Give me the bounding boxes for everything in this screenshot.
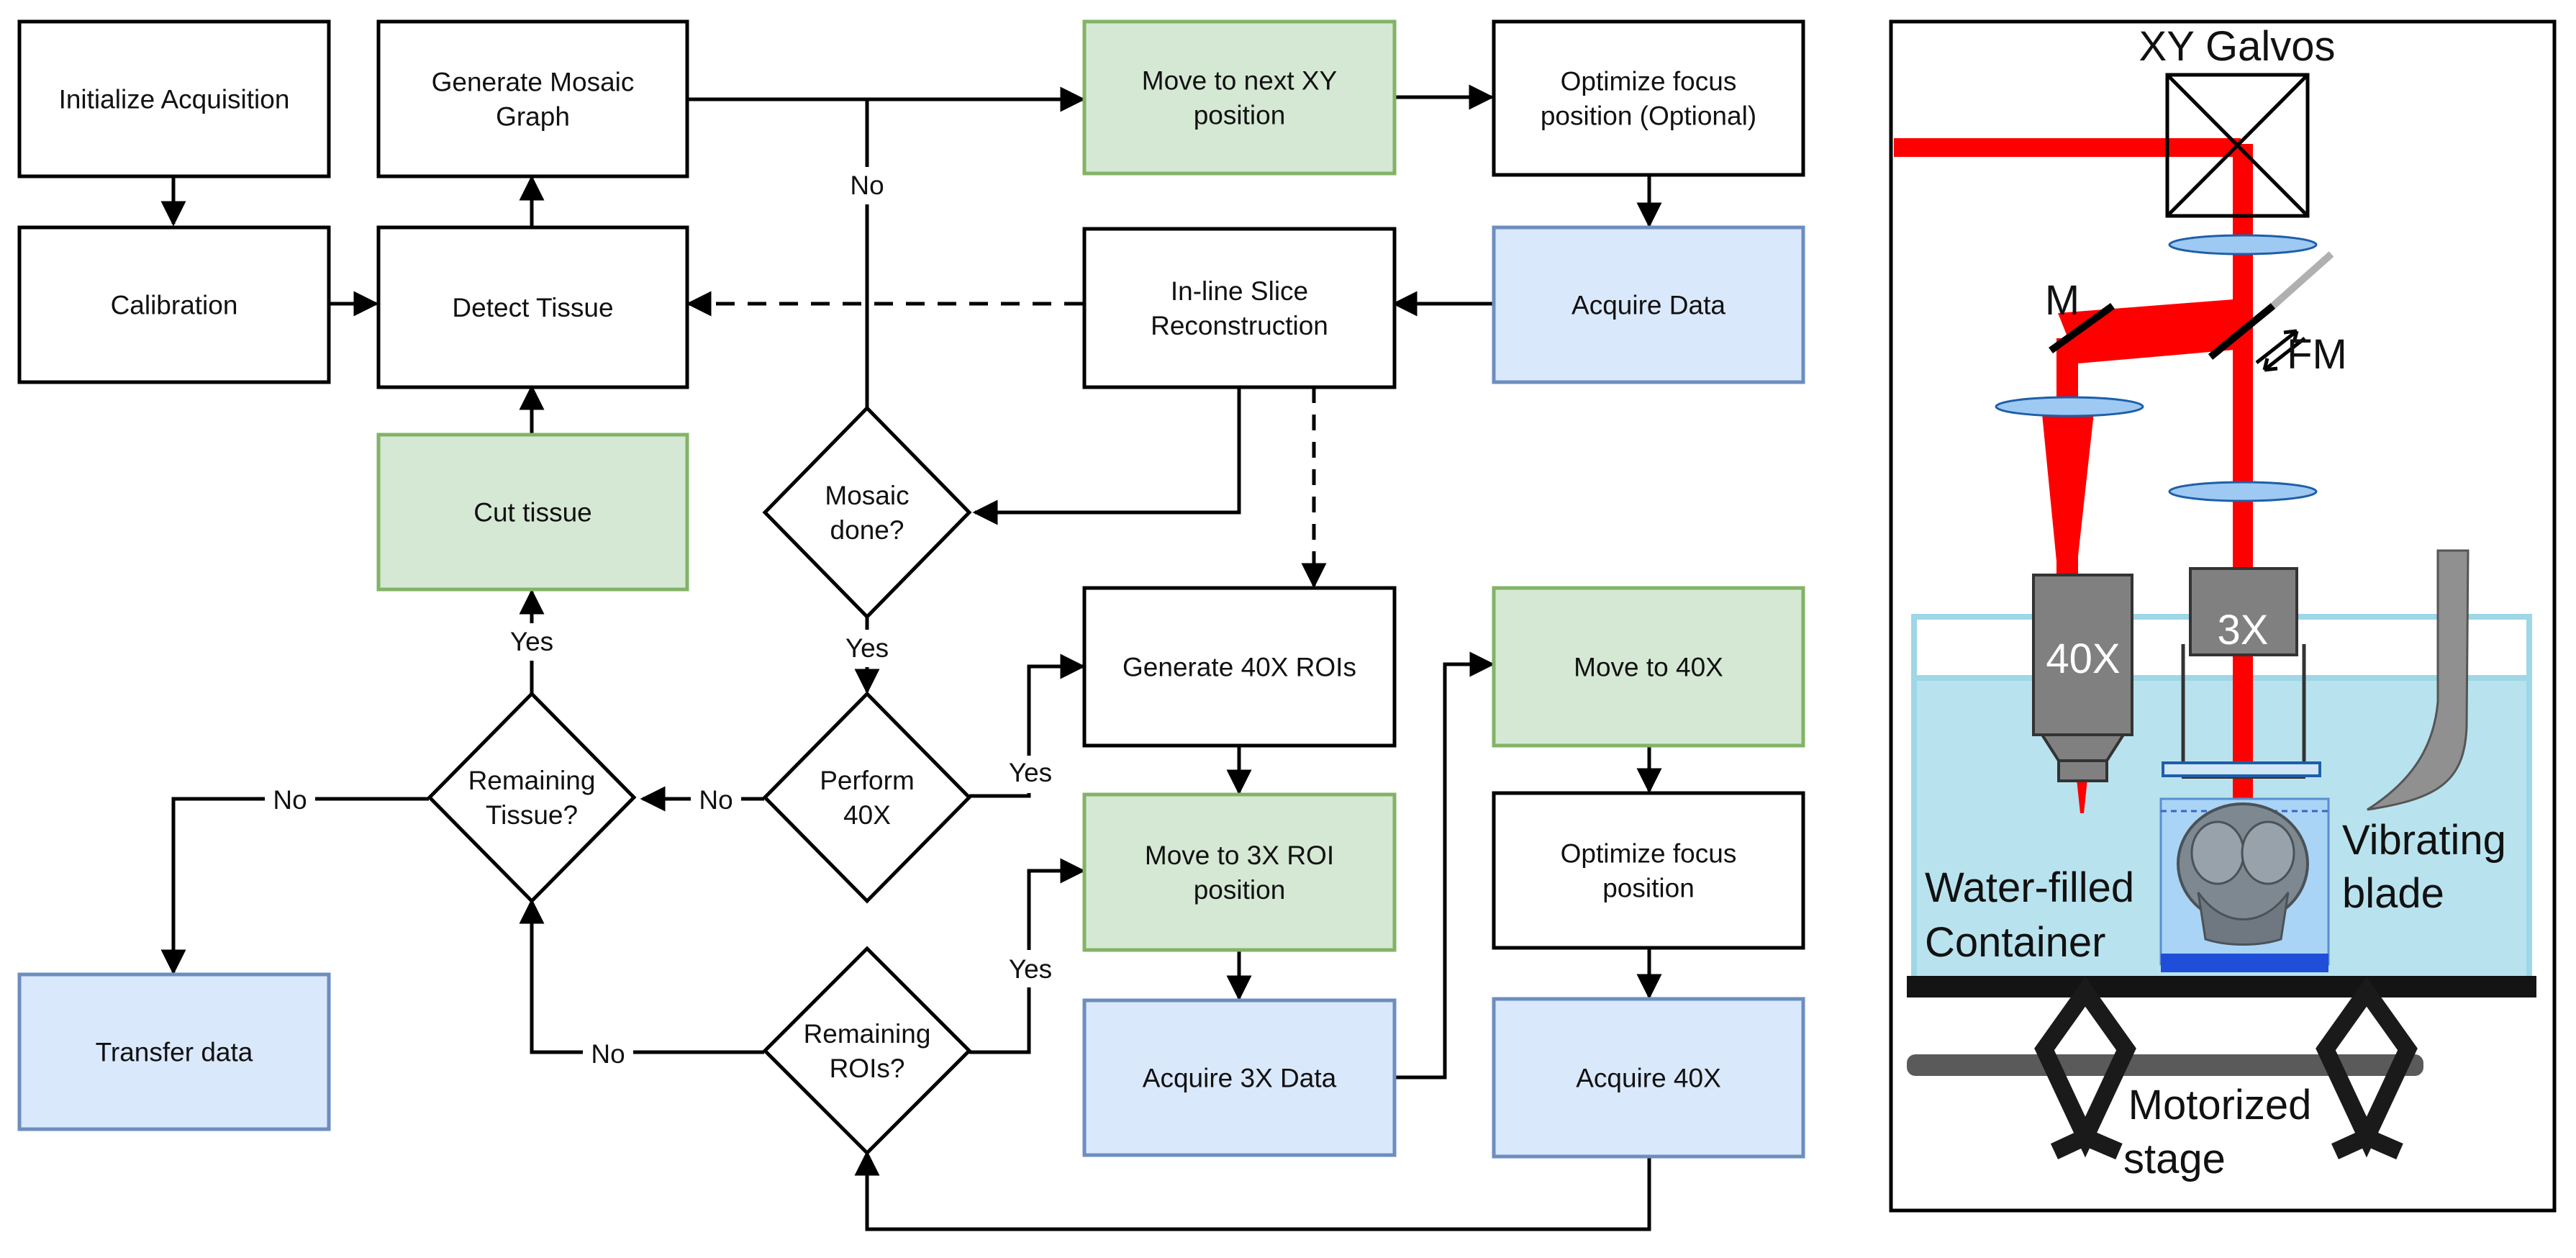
edge-acq3x-move40 — [1394, 651, 1495, 1080]
node-mosaic-done-label: Mosaic — [825, 481, 909, 510]
vibrating-blade-icon — [2367, 549, 2470, 811]
node-perform40-label: Perform — [820, 766, 915, 795]
edge-perform40-yes-gen40 — [969, 653, 1086, 798]
node-move-xy-label: Move to next XY — [1142, 66, 1337, 96]
edge-rois-no-tissue — [519, 898, 764, 1054]
node-init-label: Initialize Acquisition — [59, 85, 290, 114]
mirror-icon — [2049, 302, 2115, 354]
node-move-xy — [1082, 19, 1397, 176]
node-transfer — [17, 972, 331, 1131]
node-gen40-label: Generate 40X ROIs — [1123, 653, 1356, 682]
node-init — [17, 19, 331, 178]
node-move3x — [1082, 792, 1397, 952]
flowchart-edge-labels: No Yes Yes No Yes No Yes No — [265, 167, 1063, 1069]
node-opt-focus2-label: Optimize focus — [1561, 839, 1737, 869]
lens-left — [1995, 396, 2144, 417]
objective-40x-icon — [2032, 574, 2133, 782]
node-move40-label: Move to 40X — [1574, 653, 1723, 682]
node-acq3x — [1082, 998, 1397, 1157]
label-rois-yes: Yes — [1009, 954, 1052, 984]
node-remaining-tissue — [427, 691, 637, 904]
label-flip-mirror: FM — [2287, 331, 2347, 378]
node-acquire — [1492, 225, 1805, 384]
xy-galvos-icon — [2165, 73, 2310, 218]
node-detect — [376, 225, 689, 389]
node-remaining-rois-label: ROIs? — [830, 1054, 905, 1083]
lens-right — [2168, 481, 2318, 502]
node-gen-mosaic-label: Graph — [496, 102, 570, 132]
label-container-line2: Container — [1925, 919, 2105, 966]
node-gen-mosaic-label: Generate Mosaic — [432, 68, 635, 97]
node-remaining-tissue-label: Tissue? — [486, 800, 578, 830]
node-opt-focus2-label: position — [1602, 874, 1695, 903]
node-cut-label: Cut tissue — [473, 498, 592, 528]
flowchart-edges — [160, 84, 1662, 1231]
node-opt-focus1-label: Optimize focus — [1561, 67, 1737, 96]
node-mosaic-done-label: done? — [830, 515, 904, 545]
flip-mirror-arrow-icon — [2255, 329, 2299, 364]
node-inline-label: In-line Slice — [1171, 276, 1308, 306]
node-transfer-label: Transfer data — [96, 1038, 253, 1067]
node-move3x-label: position — [1194, 875, 1286, 905]
node-cut — [376, 433, 689, 592]
label-objective-3x: 3X — [2218, 607, 2269, 653]
tissue-sample-icon — [2159, 797, 2330, 972]
optical-setup: XY Galvos M FM 40X 3X — [1889, 19, 2557, 1213]
node-move3x-label: Move to 3X ROI — [1145, 841, 1334, 870]
flowchart-nodes — [17, 19, 1805, 1159]
stage-scissor-left-icon — [2034, 977, 2136, 1160]
objective-3x-icon — [2162, 567, 2321, 779]
label-tissue-yes: Yes — [510, 627, 553, 656]
node-acq40 — [1492, 997, 1805, 1159]
node-perform40-label: 40X — [843, 800, 891, 830]
node-remaining-rois — [762, 946, 972, 1156]
label-blade-line1: Vibrating — [2342, 817, 2506, 864]
label-mosaic-yes: Yes — [845, 633, 889, 663]
node-move40 — [1492, 586, 1805, 748]
stage-plate — [1907, 976, 2536, 997]
label-xy-galvos: XY Galvos — [2139, 23, 2336, 70]
node-remaining-rois-label: Remaining — [804, 1019, 931, 1049]
stage-scissor-right-icon — [2316, 977, 2418, 1160]
node-move-xy-label: position — [1194, 101, 1286, 130]
stage-rail — [1907, 1054, 2423, 1076]
node-gen-mosaic — [376, 19, 689, 178]
flowchart — [17, 19, 1805, 1231]
node-gen40 — [1082, 586, 1397, 748]
node-inline-label: Reconstruction — [1151, 311, 1328, 340]
node-remaining-tissue-label: Remaining — [468, 766, 596, 795]
label-mosaic-no: No — [850, 171, 884, 200]
label-stage-line1: Motorized — [2128, 1082, 2312, 1128]
node-inline — [1082, 227, 1397, 389]
edge-tissue-no-transfer — [160, 797, 429, 975]
label-blade-line2: blade — [2342, 870, 2444, 917]
node-detect-label: Detect Tissue — [452, 293, 613, 322]
flip-mirror-icon — [2208, 303, 2276, 360]
lens-upper — [2168, 234, 2318, 255]
label-perform40-no: No — [699, 785, 733, 815]
edge-acq40-rois — [854, 1150, 1651, 1231]
node-acq3x-label: Acquire 3X Data — [1143, 1064, 1337, 1093]
label-container-line1: Water-filled — [1925, 864, 2134, 911]
label-perform40-yes: Yes — [1009, 758, 1052, 787]
node-mosaic-done — [762, 405, 972, 620]
label-objective-40x: 40X — [2046, 635, 2120, 682]
label-stage-line2: stage — [2123, 1136, 2226, 1182]
flip-mirror-gray-icon — [2270, 251, 2334, 309]
node-opt-focus1-label: position (Optional) — [1541, 101, 1756, 131]
node-acquire-label: Acquire Data — [1572, 291, 1725, 320]
node-calib-label: Calibration — [111, 291, 238, 320]
node-perform40 — [762, 691, 972, 904]
flip-mirror-arrow2-icon — [2262, 337, 2306, 372]
label-rois-no: No — [591, 1039, 625, 1069]
label-mirror: M — [2045, 277, 2080, 324]
edge-inline-mosaicdone — [972, 387, 1241, 525]
label-tissue-no: No — [273, 785, 307, 815]
node-acq40-label: Acquire 40X — [1576, 1064, 1721, 1093]
node-opt-focus2 — [1492, 791, 1805, 950]
node-calib — [17, 225, 331, 384]
flowchart-node-labels: Initialize AcquisitionCalibrationGenerat… — [59, 66, 1757, 1093]
node-opt-focus1 — [1492, 19, 1805, 177]
